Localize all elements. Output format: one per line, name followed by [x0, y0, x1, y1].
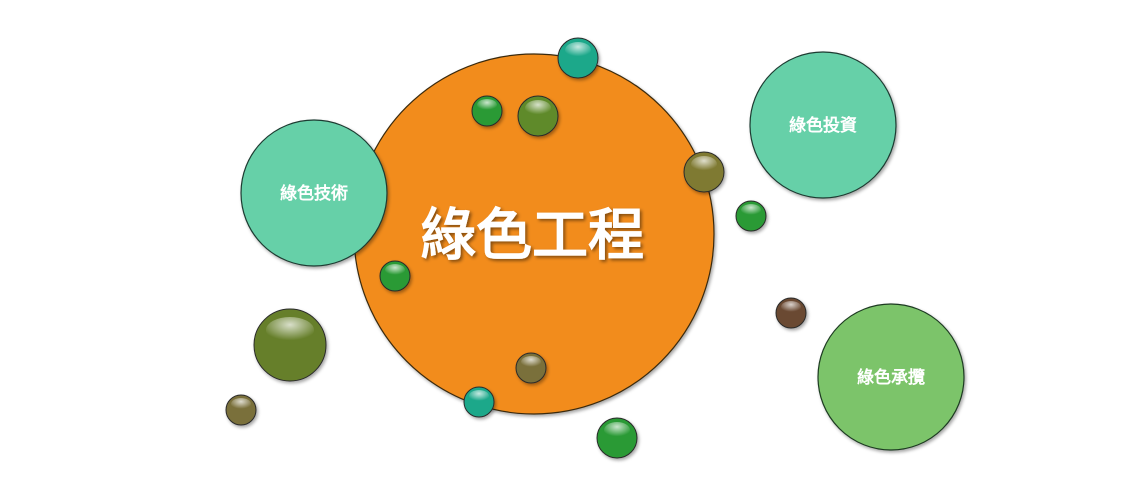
satellite-label-technology: 綠色技術	[280, 183, 348, 204]
dot-green-right	[735, 200, 767, 232]
satellite-bubble-investment: 綠色投資	[749, 51, 897, 199]
satellite-circle-technology	[240, 119, 388, 267]
dot-khaki-right	[683, 151, 725, 193]
dot-sage-bottom	[515, 352, 547, 384]
satellite-bubble-contracting: 綠色承攬	[817, 303, 965, 451]
satellite-bubble-technology: 綠色技術	[240, 119, 388, 267]
satellite-circle-contracting	[817, 303, 965, 451]
dot-olive-upper	[517, 95, 559, 137]
dot-green-left	[379, 260, 411, 292]
dot-brown-right	[775, 297, 807, 329]
dot-teal-bottom	[463, 386, 495, 418]
dot-dark-olive-left	[253, 308, 327, 382]
dot-green-upper	[471, 95, 503, 127]
dot-sage-far-left	[225, 394, 257, 426]
decorative-dots	[225, 37, 807, 459]
dot-green-bottom	[596, 417, 638, 459]
satellite-label-investment: 綠色投資	[789, 115, 857, 136]
satellite-circle-investment	[749, 51, 897, 199]
satellite-label-contracting: 綠色承攬	[857, 367, 925, 388]
dot-teal-top	[557, 37, 599, 79]
center-bubble-label: 綠色工程	[420, 204, 644, 269]
center-bubble: 綠色工程	[353, 53, 715, 415]
